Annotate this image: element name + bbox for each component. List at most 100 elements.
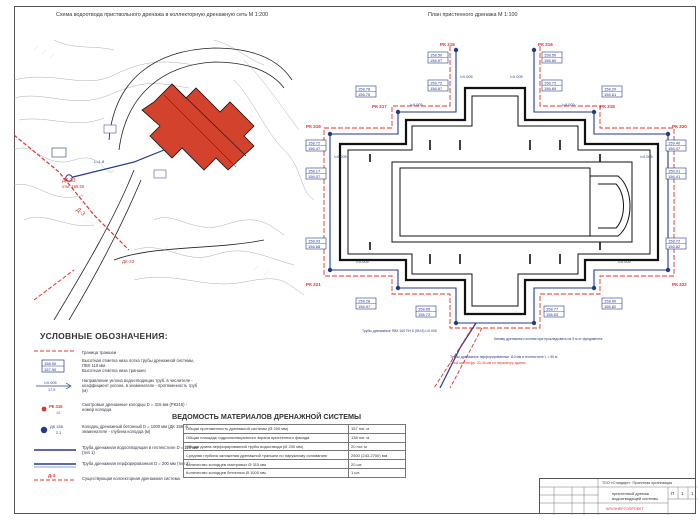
dk-manhole-icon [65, 174, 73, 182]
level-top: 158.90 [604, 299, 617, 304]
legend-dk: ДК 158 [50, 424, 64, 429]
pk-label: РК 319 [306, 124, 321, 129]
dk-label: ДК-33 [62, 178, 76, 184]
level-bottom: 156.63 [546, 312, 559, 317]
pk-label: РК 322 [672, 282, 687, 287]
material-name: Количество колодцев смотровых Ø 315 мм [183, 459, 349, 469]
level-top: 158.93 [308, 239, 321, 244]
drain-pipe [68, 149, 165, 179]
slope-tag: i=0.005 [460, 75, 473, 79]
legend-pk-num: 10 [56, 411, 60, 415]
table-row: Общая площадь гидроизоляционного экрана … [183, 432, 406, 443]
level-top: 159.40 [668, 141, 681, 146]
level-top: 158.65 [418, 307, 431, 312]
pk-label: РК 321 [306, 282, 321, 287]
dk-short-label: ДК-33 [122, 259, 135, 264]
material-value: 157 пог. м [348, 424, 406, 434]
level-top: 158.72 [308, 141, 321, 146]
material-name: Общая длина перфорированной трубы водоот… [183, 441, 349, 452]
drainage-plan: РК 315 РК 316 РК 317 РК 318 РК 319 РК 32… [305, 42, 687, 388]
level-bottom: 156.07 [308, 174, 321, 179]
slope-tags: i=0.005 i=0.005 i=0.005 i=0.005 i=0.005 … [334, 75, 653, 264]
material-value: 1 шт. [348, 467, 406, 478]
level-bottom: 156.72 [418, 312, 431, 317]
legend-item-slope: Направление уклона водоотводящих труб. в… [82, 378, 198, 393]
level-bottom: 156.41 [668, 174, 681, 179]
level-top: 158.20 [604, 87, 617, 92]
legend-length: 17.9 [48, 388, 55, 392]
manholes [327, 47, 671, 326]
level-top: 158.72 [430, 81, 443, 86]
stamp-sheet-sub: водоотводящей системы [612, 496, 659, 501]
trench-boundary [323, 46, 675, 329]
drain-pipe-perimeter [329, 50, 669, 324]
building-walls [338, 86, 660, 316]
level-top: 158.72 [544, 81, 557, 86]
legend-dk-depth: 2.1 [56, 431, 61, 435]
legend-item-level-sub: Высотная отметка низа траншеи [82, 368, 146, 373]
title-block: ТОО «Стандарт». Проектная организация пр… [539, 478, 697, 515]
contour-lines [14, 39, 314, 296]
level-top: 158.78 [358, 87, 371, 92]
pk-label: РК 317 [372, 104, 387, 109]
material-name: Количество колодцев бетонных Ø 1000 мм [183, 467, 349, 478]
plan-note: Слой щебня фр. 20-40 мм по периметру зда… [450, 361, 526, 365]
material-value: 20 шт. [348, 459, 406, 469]
legend-pk: РК 315 [49, 404, 63, 409]
material-value: 138 пог. м [348, 432, 406, 443]
level-bottom: 156.97 [358, 304, 371, 309]
stamp-sheets: 1 [691, 491, 694, 496]
material-value: 2500 (243-2700) мм [348, 450, 406, 461]
table-row: Общая длина перфорированной трубы водоот… [183, 441, 406, 452]
level-bottom: 156.65 [544, 86, 557, 91]
pk-label: РК 320 [672, 124, 687, 129]
level-top: 158.28 [358, 299, 371, 304]
stamp-org: АРХЭНЕРГОПРОЕКТ [606, 507, 644, 511]
material-name: Средняя глубина заложения дренажной тран… [183, 450, 349, 461]
title-block-grid [540, 479, 697, 515]
level-bottom: 156.97 [430, 58, 443, 63]
level-top: 158.91 [668, 169, 681, 174]
slope-tag: i=0.005 [410, 103, 423, 107]
site-plan: ДК-33 отм. 158.55 Д-3 ДК-33 L=1.8 [14, 39, 314, 320]
level-bottom: 156.82 [604, 304, 617, 309]
plan-notes: Трубы дренажные ПВХ 160 ПН 6 (SN 8) i=0.… [362, 329, 602, 365]
trench-line [14, 134, 130, 251]
legend-box-bottom: 157.90 [44, 367, 57, 372]
level-top: 158.17 [308, 169, 321, 174]
legend-symbols: 158.90 157.90 i=0.005 17.9 РК 315 10 ДК … [34, 350, 76, 481]
legend-item-pk: Смотровые дренажные колодцы D = 315 мм (… [82, 402, 188, 412]
inner-walls [347, 95, 651, 307]
table-row: Общая протяженность дренажной системы (Ø… [183, 424, 406, 434]
level-top: 158.50 [544, 53, 557, 58]
pk-labels: РК 315 РК 316 РК 317 РК 318 РК 319 РК 32… [306, 42, 687, 287]
site-plan-title: Схема водоотвода приствольного дренажа в… [56, 12, 269, 18]
materials-title: ВЕДОМОСТЬ МАТЕРИАЛОВ ДРЕНАЖНОЙ СИСТЕМЫ [172, 412, 362, 421]
material-name: Общая площадь гидроизоляционного экрана … [183, 432, 349, 443]
slope-tag: i=0.005 [510, 75, 523, 79]
legend-d3-code: Д-3 [48, 473, 56, 478]
building-roof [141, 83, 255, 171]
legend-item-pipe1: Труба дренажная водоотводящая в геотекст… [82, 445, 198, 455]
stamp-sheet: 1 [681, 491, 684, 496]
slope-tag: i=0.005 [356, 260, 369, 264]
pk-label: РК 316 [538, 42, 553, 47]
terrain-hatch [33, 45, 269, 276]
stamp-project: ТОО «Стандарт». Проектная организация [602, 481, 673, 485]
level-top: 158.77 [546, 307, 559, 312]
materials-table: Общая протяженность дренажной системы (Ø… [183, 424, 406, 478]
level-bottom: 156.61 [604, 92, 617, 97]
level-bottom: 156.80 [544, 58, 557, 63]
